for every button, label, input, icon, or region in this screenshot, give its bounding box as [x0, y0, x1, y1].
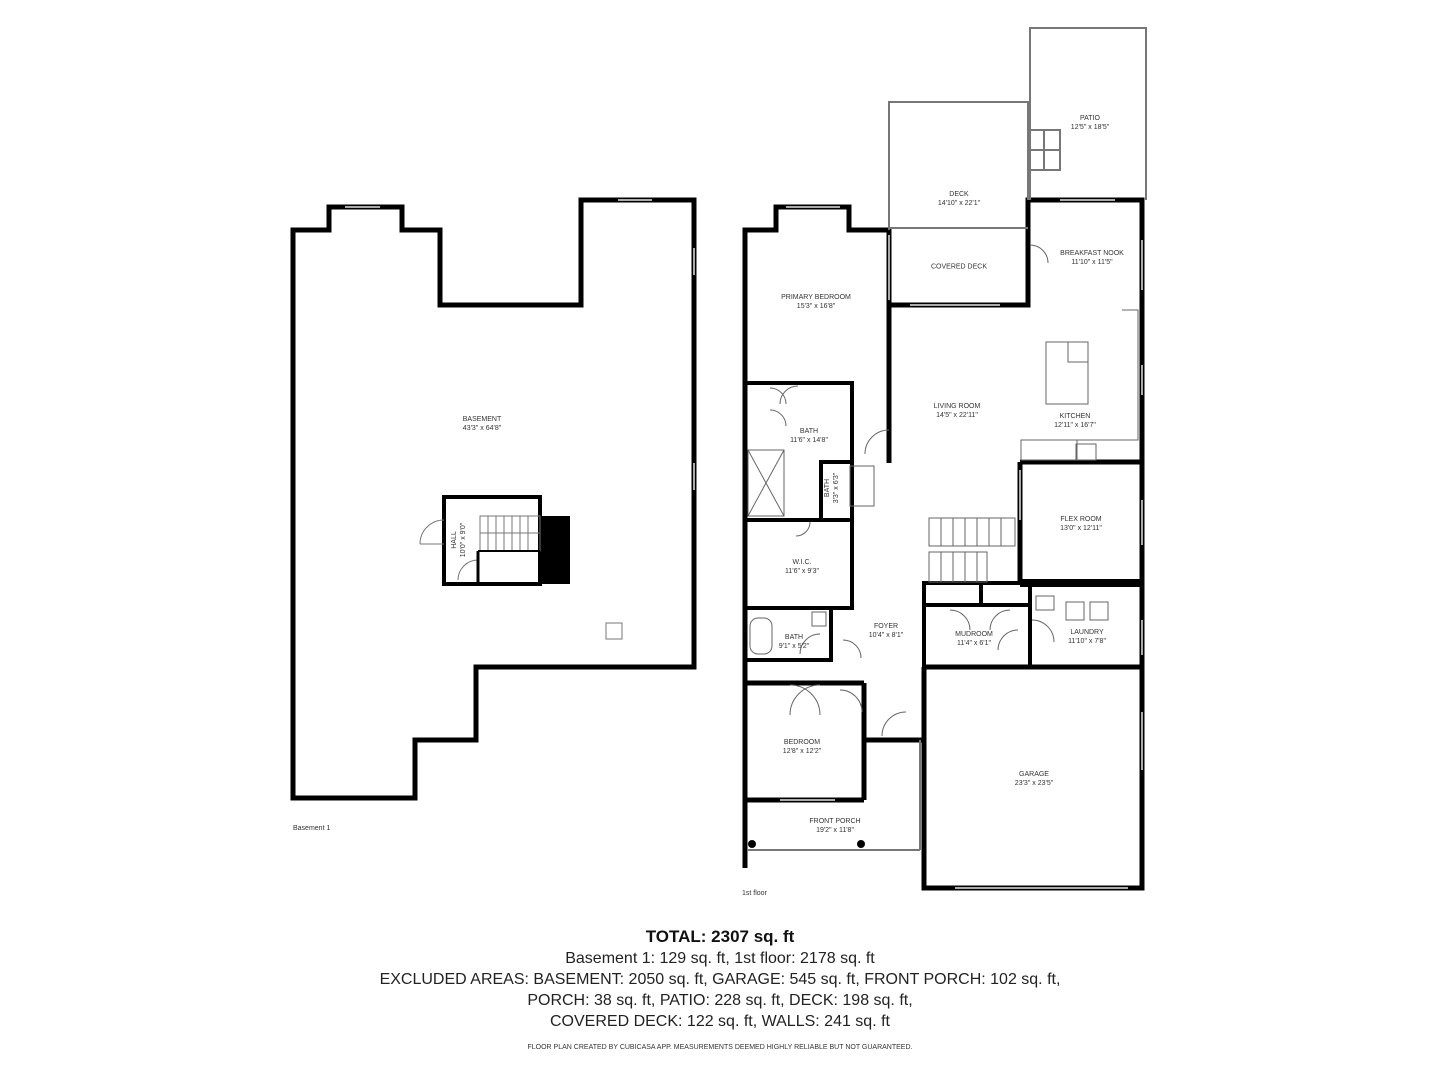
room-dims: 43'3" x 64'8": [462, 425, 502, 432]
room-name: FOYER: [873, 623, 899, 630]
room-label-bath: BATH 9'1" x 5'2": [779, 633, 810, 651]
room-label-living-room: LIVING ROOM 14'5" x 22'11": [934, 402, 981, 420]
room-name: W.I.C.: [792, 559, 812, 566]
room-label-laundry: LAUNDRY 11'10" x 7'8": [1068, 628, 1106, 646]
room-label-primary-bath: BATH 11'6" x 14'8": [790, 427, 828, 445]
room-label-basement: BASEMENT 43'3" x 64'8": [463, 415, 502, 433]
room-name: BEDROOM: [783, 739, 821, 746]
room-name: PRIMARY BEDROOM: [781, 294, 851, 301]
total-area: TOTAL: 2307 sq. ft: [645, 927, 795, 946]
room-label-kitchen: KITCHEN 12'11" x 16'7": [1054, 412, 1096, 430]
room-dims: 14'5" x 22'11": [936, 412, 978, 419]
room-label-garage: GARAGE 23'3" x 23'5": [1015, 770, 1053, 788]
room-name: HALL: [451, 531, 458, 549]
room-label-deck: DECK 14'10" x 22'1": [938, 190, 980, 208]
room-name: DECK: [949, 191, 969, 198]
room-label-patio: PATIO 12'5" x 18'5": [1071, 114, 1109, 132]
room-label-wic: W.I.C. 11'6" x 9'3": [785, 558, 819, 576]
room-dims: 9'1" x 5'2": [778, 643, 810, 650]
room-dims: 11'10" x 11'5": [1071, 259, 1113, 266]
room-label-breakfast-nook: BREAKFAST NOOK 11'10" x 11'5": [1060, 249, 1124, 267]
room-name: BATH: [799, 428, 819, 435]
room-name: LIVING ROOM: [933, 403, 981, 410]
credit-note: FLOOR PLAN CREATED BY CUBICASA APP. MEAS…: [527, 1044, 913, 1051]
room-dims: 12'11" x 16'7": [1054, 422, 1096, 429]
room-label-bedroom: BEDROOM 12'8" x 12'2": [783, 738, 821, 756]
room-label-flex-room: FLEX ROOM 13'0" x 12'11": [1060, 515, 1102, 533]
summary-line: COVERED DECK: 122 sq. ft, WALLS: 241 sq.…: [550, 1013, 890, 1030]
room-name: COVERED DECK: [930, 263, 988, 271]
room-dims: 23'3" x 23'5": [1014, 780, 1054, 787]
floor-label-basement: Basement 1: [293, 825, 331, 832]
room-dims: 14'10" x 22'1": [937, 200, 981, 207]
room-label-mudroom: MUDROOM 11'4" x 6'1": [955, 630, 993, 648]
room-dims: 11'6" x 14'8": [790, 437, 828, 444]
room-dims: 10'0" x 9'0": [460, 522, 467, 558]
summary-line: PORCH: 38 sq. ft, PATIO: 228 sq. ft, DEC…: [527, 992, 913, 1009]
room-dims: 12'8" x 12'2": [782, 748, 822, 755]
room-name: BASEMENT: [462, 416, 502, 423]
room-label-covered-deck: COVERED DECK: [931, 263, 987, 272]
room-name: PATIO: [1080, 115, 1100, 122]
floor-label-first: 1st floor: [742, 890, 767, 897]
room-label-front-porch: FRONT PORCH 19'2" x 11'8": [809, 817, 860, 835]
room-dims: 3'3" x 6'3": [833, 472, 840, 504]
room-name: FRONT PORCH: [809, 818, 861, 825]
room-name: MUDROOM: [955, 631, 993, 638]
room-name: BREAKFAST NOOK: [1060, 250, 1124, 257]
room-name: GARAGE: [1019, 771, 1049, 778]
stair-void: [540, 516, 570, 584]
area-summary: TOTAL: 2307 sq. ft Basement 1: 129 sq. f…: [0, 926, 1440, 1051]
room-dims: 19'2" x 11'8": [816, 827, 854, 834]
room-dims: 11'4" x 6'1": [957, 640, 991, 647]
room-label-foyer: FOYER 10'4" x 8'1": [869, 622, 904, 640]
room-dims: 10'4" x 8'1": [868, 632, 904, 639]
summary-line: EXCLUDED AREAS: BASEMENT: 2050 sq. ft, G…: [379, 971, 1061, 988]
room-name: KITCHEN: [1059, 413, 1091, 420]
summary-line: Basement 1: 129 sq. ft, 1st floor: 2178 …: [565, 950, 875, 967]
room-name: BATH: [824, 478, 831, 498]
room-dims: 11'6" x 9'3": [785, 568, 819, 575]
room-name: LAUNDRY: [1070, 629, 1104, 636]
room-dims: 13'0" x 12'11": [1060, 525, 1102, 532]
room-name: FLEX ROOM: [1060, 516, 1102, 523]
room-name: BATH: [784, 634, 804, 641]
room-dims: 12'5" x 18'5": [1070, 124, 1110, 131]
room-dims: 15'3" x 16'8": [796, 303, 836, 310]
room-label-primary-bedroom: PRIMARY BEDROOM 15'3" x 16'8": [781, 293, 851, 311]
room-dims: 11'10" x 7'8": [1068, 638, 1106, 645]
